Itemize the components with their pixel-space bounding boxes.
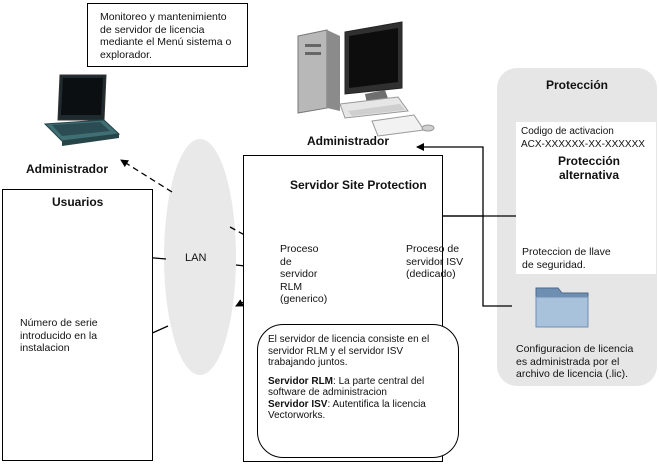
- rlm-line: (generico): [280, 293, 328, 305]
- note-box: Monitoreo y mantenimiento de servidor de…: [87, 3, 248, 67]
- rlm-line: Proceso: [280, 243, 319, 255]
- info-line: trabajando juntos.: [268, 357, 348, 368]
- info-line: Servidor ISV: Autentifica la licencia: [268, 399, 429, 411]
- server-to-licfile-line: [482, 216, 512, 307]
- isv-term: Servidor ISV: [268, 398, 328, 410]
- security-key-label: Proteccion de llave de seguridad.: [522, 246, 611, 271]
- admin-left-label: Administrador: [26, 162, 109, 176]
- v-badge-label: V: [120, 387, 128, 398]
- info-line: El servidor de licencia consiste en el: [268, 334, 430, 345]
- rlm-desc: : La parte central del: [333, 375, 425, 387]
- key-line: Proteccion de llave: [522, 246, 611, 258]
- rlm-line: servidor: [280, 268, 318, 280]
- isv-desc: : Autentifica la licencia: [327, 398, 426, 410]
- note-line: de servidor de licencia: [100, 23, 205, 36]
- rlm-term: Servidor RLM: [268, 375, 334, 387]
- info-line: Vectorworks.: [268, 410, 326, 421]
- lan-label: LAN: [185, 252, 207, 264]
- server-info-box: El servidor de licencia consiste en el s…: [257, 324, 459, 458]
- isv-line: Proceso de: [406, 243, 460, 255]
- isv-line: servidor ISV: [406, 255, 464, 268]
- alt-protection-title: Protección alternativa: [522, 154, 656, 182]
- info-line: servidor RLM y el servidor ISV: [268, 345, 404, 357]
- rlm-line: de: [280, 255, 292, 268]
- lan-to-admin-left-arrow: [120, 159, 173, 193]
- serial-line: introducido en la: [20, 329, 98, 342]
- note-line: Monitoreo y mantenimiento: [100, 11, 227, 23]
- file-line: Configuracion de licencia: [516, 343, 634, 355]
- lan-ellipse: [164, 139, 236, 375]
- license-file-label: Configuracion de licencia es administrad…: [516, 343, 633, 381]
- activation-code-text: Codigo de activacion ACX-XXXXXX-XX-XXXXX…: [521, 126, 645, 151]
- note-line: mediante el Menú sistema o: [100, 36, 232, 48]
- note-line: explorador.: [100, 48, 152, 61]
- users-title: Usuarios: [52, 195, 104, 209]
- v-badge-label: V: [120, 288, 128, 299]
- info-line: software de administracion: [268, 387, 387, 398]
- rlm-process-label: Proceso de servidor RLM (generico): [280, 243, 327, 306]
- note-text: Monitoreo y mantenimiento de servidor de…: [100, 11, 231, 61]
- code-line: Codigo de activacion: [521, 126, 614, 137]
- serial-note: Número de serie introducido en la instal…: [20, 317, 98, 355]
- protection-title: Protección: [546, 78, 609, 92]
- folder-icon: [535, 287, 589, 328]
- key-line: de seguridad.: [522, 258, 586, 271]
- serial-line: Número de serie: [20, 317, 98, 329]
- file-line: es administrada por el: [516, 355, 620, 368]
- laptop-icon: [43, 74, 121, 146]
- desktop-pc-icon: [297, 21, 435, 137]
- info-line: Servidor RLM: La parte central del: [268, 376, 429, 388]
- code-line: ACX-XXXXXX-XX-XXXXXX: [521, 138, 645, 150]
- isv-process-label: Proceso de servidor ISV (dedicado): [406, 243, 463, 281]
- admin-right-label: Administrador: [307, 134, 390, 148]
- alt-line: alternativa: [558, 168, 620, 182]
- alt-line: Protección: [557, 154, 620, 168]
- server-info-text: El servidor de licencia consiste en el s…: [268, 334, 429, 422]
- rlm-line: RLM: [280, 280, 303, 293]
- serial-line: instalacion: [20, 342, 70, 354]
- file-line: archivo de licencia (.lic).: [516, 368, 629, 380]
- server-title: Servidor Site Protection: [290, 178, 427, 192]
- users-box: [2, 189, 153, 461]
- isv-line: (dedicado): [406, 268, 456, 280]
- alt-protection-box: [516, 154, 656, 274]
